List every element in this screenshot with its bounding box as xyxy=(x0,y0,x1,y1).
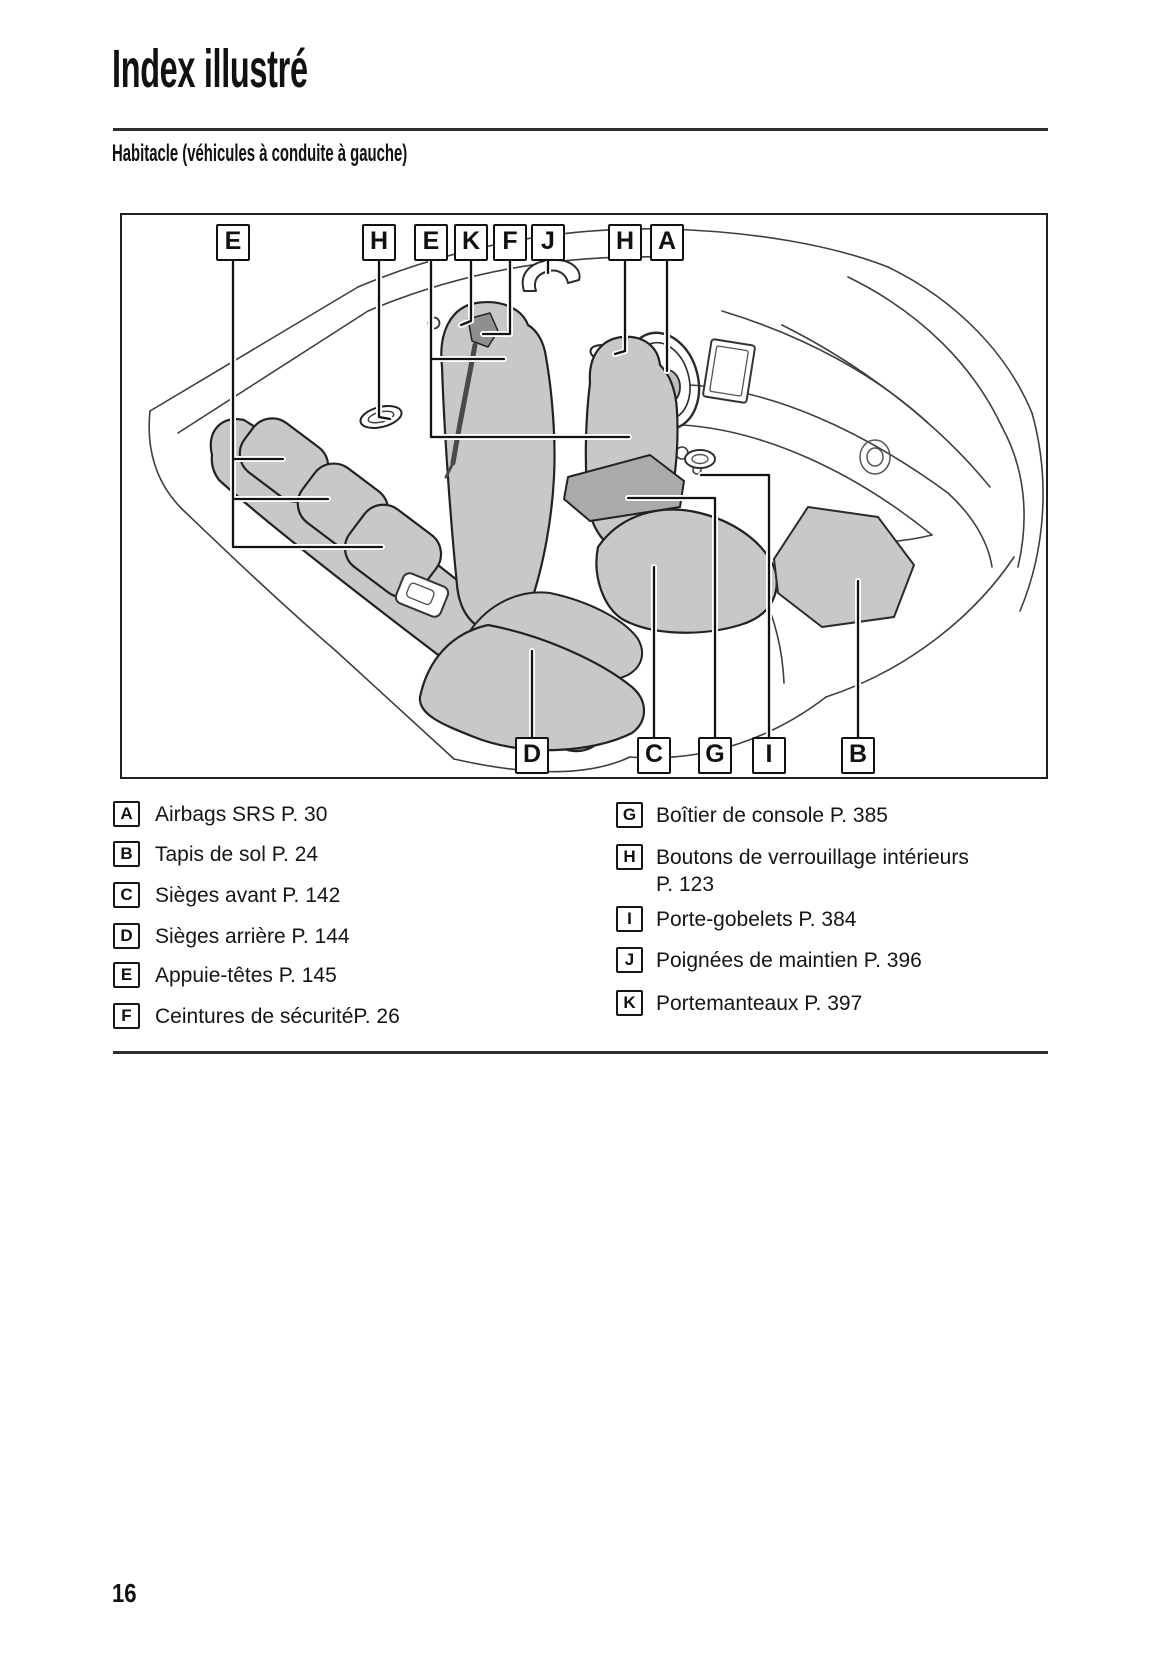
title-rule xyxy=(113,128,1048,131)
legend-item-console-box: Boîtier de console P. 385 xyxy=(656,804,888,827)
legend-item-grab-handles: Poignées de maintien P. 396 xyxy=(656,949,922,972)
legend-key-g: G xyxy=(616,802,643,828)
window-switch-panel xyxy=(394,572,450,618)
legend-key-h: H xyxy=(616,844,643,870)
callout-airbags: A xyxy=(650,224,684,261)
callout-rear-seats: D xyxy=(515,737,549,774)
leader-lines xyxy=(231,258,860,739)
legend-key-k: K xyxy=(616,990,643,1016)
legend-key-e: E xyxy=(113,962,140,988)
door-speaker xyxy=(859,439,891,475)
legend-item-cup-holders: Porte-gobelets P. 384 xyxy=(656,908,857,931)
cup-holder xyxy=(684,449,716,469)
legend-key-c: C xyxy=(113,882,140,908)
page-number: 16 xyxy=(112,1578,137,1608)
legend-item-headrests: Appuie-têtes P. 145 xyxy=(155,964,337,987)
callout-front-seats: C xyxy=(637,737,671,774)
grab-handle xyxy=(521,258,581,292)
legend-item-seatbelts: Ceintures de sécuritéP. 26 xyxy=(155,1005,400,1028)
car-interior-art xyxy=(148,228,1044,773)
console-box xyxy=(563,454,685,522)
legend-key-d: D xyxy=(113,923,140,949)
legend-item-rear-seats: Sièges arrière P. 144 xyxy=(155,925,350,948)
rear-headrest-3 xyxy=(343,503,443,599)
legend-key-i: I xyxy=(616,906,643,932)
section-heading: Habitacle (véhicules à conduite à gauche… xyxy=(112,140,408,167)
footer-rule xyxy=(113,1051,1048,1054)
legend-item-lock-buttons: Boutons de verrouillage intérieurs P. 12… xyxy=(656,846,969,896)
page-title: Index illustré xyxy=(112,39,308,99)
callout-console-box: G xyxy=(698,737,732,774)
legend-key-j: J xyxy=(616,947,643,973)
legend-item-floor-mats: Tapis de sol P. 24 xyxy=(155,843,319,866)
callout-cup-holders: I xyxy=(752,737,786,774)
multimedia-screen xyxy=(702,338,756,404)
callout-lock-button-right: H xyxy=(608,224,642,261)
callout-headrests-front: E xyxy=(414,224,448,261)
callout-floor-mats: B xyxy=(841,737,875,774)
front-left-seat-back xyxy=(440,301,556,635)
legend-key-f: F xyxy=(113,1003,140,1029)
callout-seatbelt: F xyxy=(493,224,527,261)
interior-diagram: E H E K F J H A D C G I B xyxy=(120,213,1048,779)
legend-key-a: A xyxy=(113,801,140,827)
legend-key-b: B xyxy=(113,841,140,867)
callout-headrests-rear: E xyxy=(216,224,250,261)
callout-coat-hook: K xyxy=(454,224,488,261)
callout-lock-button-left: H xyxy=(362,224,396,261)
legend-item-airbags: Airbags SRS P. 30 xyxy=(155,803,328,826)
driver-seat-cushion xyxy=(595,508,778,634)
car-body-lines xyxy=(148,228,1044,773)
legend-item-coat-hooks: Portemanteaux P. 397 xyxy=(656,992,863,1015)
callout-grab-handle: J xyxy=(531,224,565,261)
floor-mat xyxy=(773,506,915,628)
legend-item-front-seats: Sièges avant P. 142 xyxy=(155,884,341,907)
